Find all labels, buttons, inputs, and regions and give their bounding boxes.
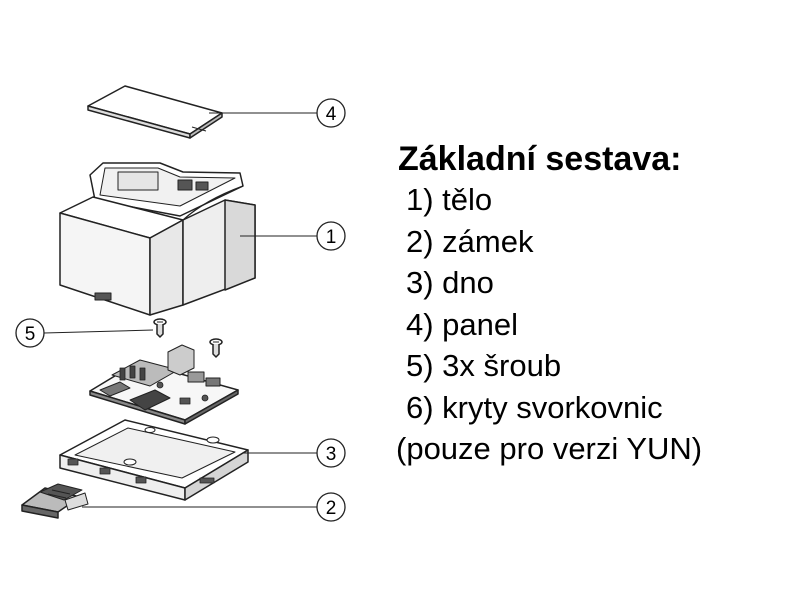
- callout-1-number: 1: [326, 227, 337, 248]
- legend-item: 5) 3x šroub: [406, 348, 562, 383]
- callout-3-number: 3: [326, 444, 337, 465]
- legend-title: Základní sestava:: [398, 140, 682, 178]
- legend-note: (pouze pro verzi YUN): [396, 431, 703, 466]
- part-body: [59, 162, 256, 316]
- callout-2-circle: [316, 492, 346, 522]
- parts-legend: Základní sestava: 1) tělo 2) zámek 3) dn…: [396, 139, 798, 469]
- legend-list: 1) tělo 2) zámek 3) dno 4) panel 5) 3x š…: [398, 179, 798, 428]
- callout-2-number: 2: [326, 498, 337, 519]
- callout-4-number: 4: [326, 104, 337, 125]
- callout-3-circle: [316, 438, 346, 468]
- part-screws: [153, 318, 223, 358]
- part-latch: [21, 483, 89, 519]
- callout-circles: [15, 98, 346, 522]
- callout-1-circle: [316, 221, 346, 251]
- legend-item: 4) panel: [406, 306, 519, 342]
- legend-item: 2) zámek: [406, 223, 534, 259]
- part-board: [89, 344, 239, 425]
- callout-4-circle: [316, 98, 346, 128]
- legend-item: 3) dno: [406, 265, 494, 300]
- legend-item: 1) tělo: [406, 182, 493, 217]
- leader-lines: [43, 112, 317, 508]
- part-base: [59, 419, 249, 501]
- callout-5-circle: [15, 318, 45, 348]
- legend-item: 6) kryty svorkovnic: [406, 389, 663, 425]
- part-panel: [87, 85, 223, 139]
- callout-5-number: 5: [25, 324, 36, 345]
